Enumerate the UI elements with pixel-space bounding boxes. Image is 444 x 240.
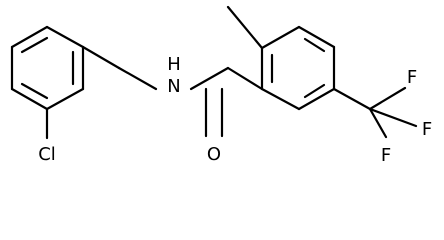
- bond-ring-to-cf3: [332, 87, 372, 111]
- bond-methyl: [226, 5, 264, 50]
- bond-left-ring-2: [45, 25, 85, 49]
- bond-cf3-f3: [368, 107, 418, 128]
- atom-label-f3: F: [422, 119, 432, 140]
- bond-left-ring-inner-1: [20, 36, 49, 54]
- bond-right-ring-2: [297, 25, 336, 49]
- atom-label-h: H: [167, 54, 181, 75]
- bond-right-ring-inner-1: [303, 37, 326, 53]
- bond-right-ring-inner-2: [303, 83, 326, 99]
- bond-left-ring-1: [10, 25, 49, 49]
- bond-left-ring-4: [45, 87, 85, 111]
- bond-cf3-f2: [368, 107, 388, 139]
- atom-label-cl: Cl: [38, 144, 56, 165]
- atom-label-f1: F: [407, 67, 417, 88]
- bond-n-to-carbonyl: [189, 66, 230, 91]
- molecule-canvas: H N O Cl F F F: [10, 5, 433, 166]
- atom-label-f2: F: [381, 145, 391, 166]
- bond-ring-to-ch2: [81, 45, 121, 70]
- bond-ch2-to-n: [117, 66, 158, 91]
- bond-cf3-f1: [368, 86, 407, 111]
- atom-label-n: N: [167, 76, 180, 97]
- bond-ring-to-carbonyl: [226, 66, 264, 91]
- bond-left-ring-5: [10, 87, 49, 111]
- bond-right-ring-1: [260, 25, 301, 50]
- atom-label-o: O: [207, 144, 221, 165]
- bond-right-ring-5: [260, 87, 301, 111]
- bond-left-ring-inner-3: [20, 82, 49, 100]
- bond-right-ring-4: [297, 87, 336, 111]
- structure-diagram: H N O Cl F F F: [10, 5, 432, 166]
